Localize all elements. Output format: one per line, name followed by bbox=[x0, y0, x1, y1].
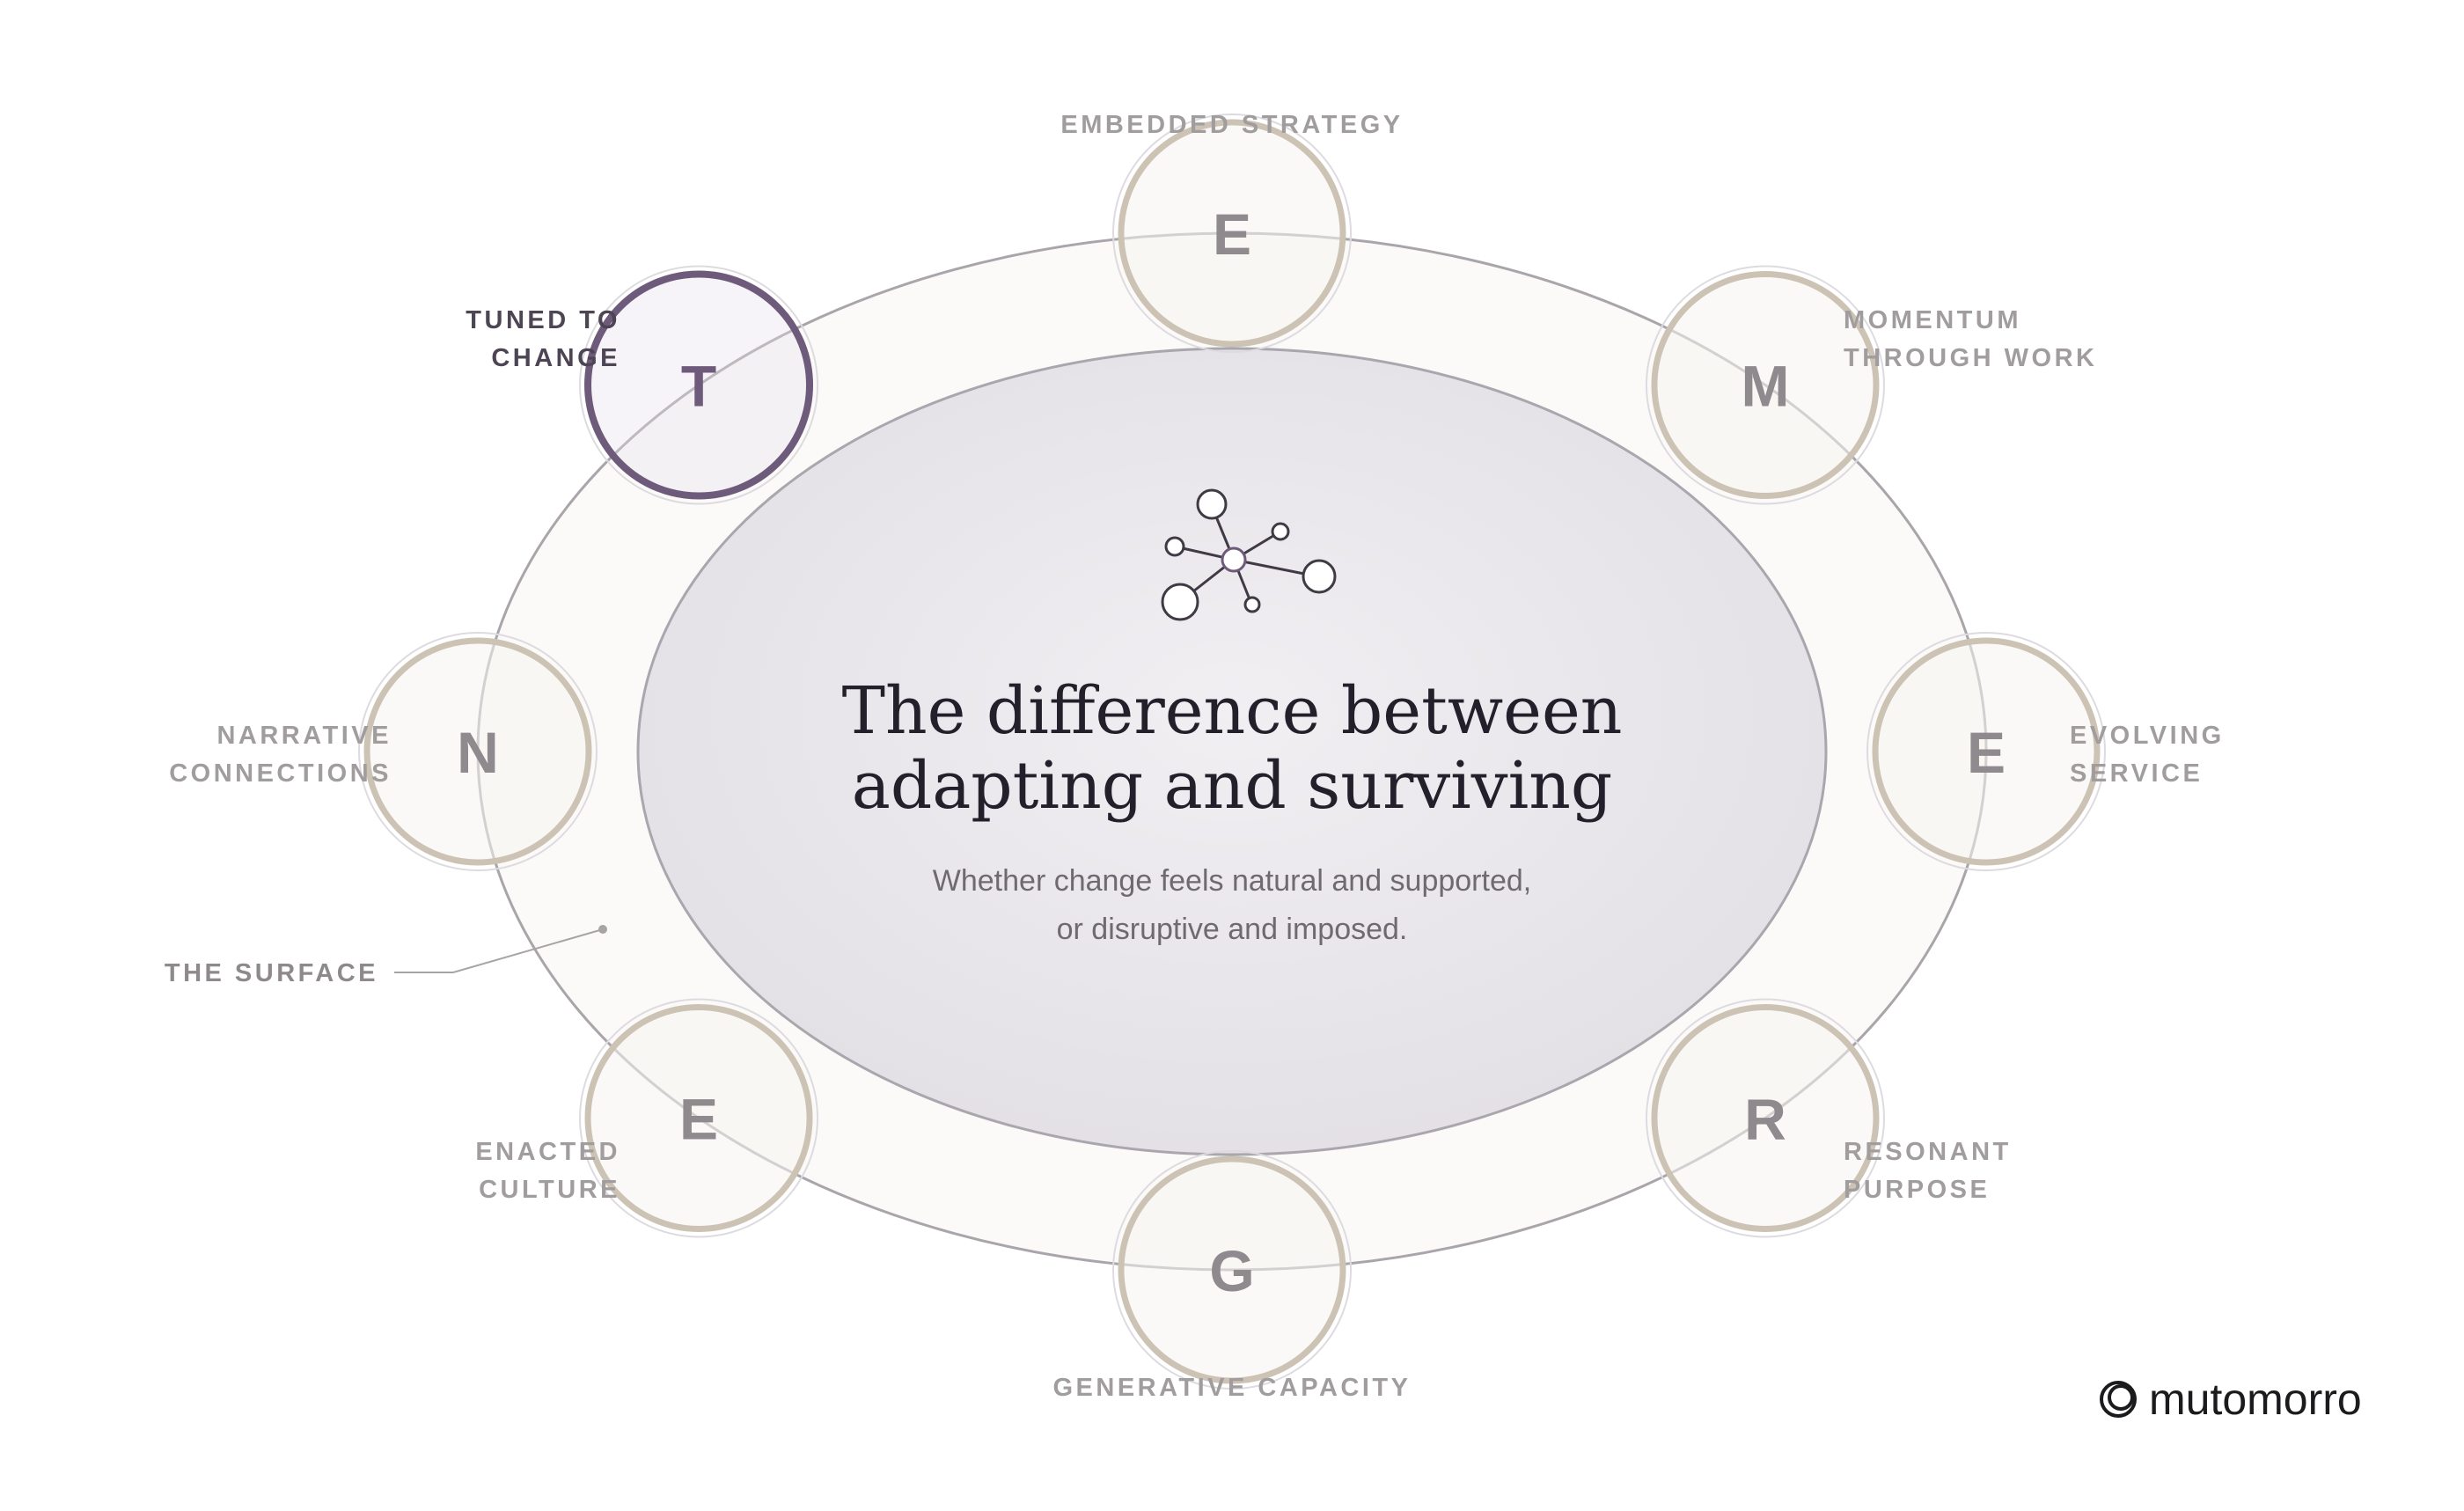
node-label-line: RESONANT bbox=[1844, 1138, 2012, 1166]
node-ring bbox=[363, 637, 592, 866]
node-label-line: SERVICE bbox=[2070, 759, 2203, 788]
surface-callout: THE SURFACE bbox=[165, 925, 607, 987]
node-m-1[interactable]: M bbox=[1645, 265, 1885, 505]
node-letter: M bbox=[1741, 354, 1789, 419]
node-r-3[interactable]: R bbox=[1645, 998, 1885, 1238]
node-labels: EMBEDDED STRATEGY MOMENTUM THROUGH WORK EVO… bbox=[169, 111, 2225, 1402]
node-label-line: MOMENTUM bbox=[1844, 306, 2021, 334]
node-label-line: EVOLVING bbox=[2070, 722, 2225, 750]
node-n-6[interactable]: N bbox=[358, 632, 598, 871]
node-circles: E M E R G E N T bbox=[358, 114, 2106, 1390]
node-e-5[interactable]: E bbox=[579, 998, 819, 1238]
node-label-line: TUNED TO bbox=[466, 306, 620, 334]
diagram-title-line2: adapting and surviving bbox=[852, 748, 1613, 824]
network-icon bbox=[1161, 488, 1337, 621]
diagram-title-line1: The difference between bbox=[842, 673, 1623, 749]
surface-leader-line bbox=[394, 928, 604, 973]
node-label-line: CONNECTIONS bbox=[169, 759, 392, 788]
node-halo bbox=[1645, 998, 1885, 1238]
node-label-line: ENACTED bbox=[475, 1138, 620, 1166]
diagram-subtitle-line1: Whether change feels natural and support… bbox=[933, 864, 1531, 898]
node-label-line: EMBEDDED STRATEGY bbox=[1060, 111, 1403, 139]
surface-label: THE SURFACE bbox=[165, 959, 378, 987]
node-letter: E bbox=[1967, 720, 2006, 785]
node-ring bbox=[584, 270, 814, 500]
node-label-line: GENERATIVE CAPACITY bbox=[1052, 1374, 1411, 1402]
node-label-line: PURPOSE bbox=[1844, 1176, 1990, 1204]
node-t-7[interactable]: T bbox=[579, 265, 819, 505]
node-letter: E bbox=[1213, 202, 1251, 267]
node-ring bbox=[1651, 1003, 1880, 1232]
node-label: NARRATIVE CONNECTIONS bbox=[169, 722, 392, 788]
node-label: ENACTED CULTURE bbox=[475, 1138, 620, 1204]
node-label-line: NARRATIVE bbox=[216, 722, 392, 750]
node-ring bbox=[1872, 637, 2101, 866]
inner-core bbox=[636, 347, 1828, 1156]
node-e-0[interactable]: E bbox=[1112, 114, 1352, 353]
node-g-4[interactable]: G bbox=[1112, 1150, 1352, 1390]
node-ring bbox=[1651, 271, 1880, 500]
node-letter: E bbox=[679, 1086, 718, 1151]
node-halo bbox=[1112, 1150, 1352, 1390]
node-label: MOMENTUM THROUGH WORK bbox=[1844, 306, 2097, 372]
node-e-2[interactable]: E bbox=[1866, 632, 2106, 871]
node-label: TUNED TO CHANGE bbox=[466, 306, 620, 372]
brand-logo: mutomorro bbox=[2100, 1375, 2362, 1424]
diagram-subtitle-line2: or disruptive and imposed. bbox=[1057, 913, 1408, 946]
node-label-line: CHANGE bbox=[491, 344, 620, 372]
node-halo bbox=[1112, 114, 1352, 353]
node-halo bbox=[579, 265, 819, 505]
node-label: GENERATIVE CAPACITY bbox=[1052, 1374, 1411, 1402]
node-letter: T bbox=[681, 354, 716, 419]
node-ring bbox=[1118, 1155, 1346, 1384]
node-label: EMBEDDED STRATEGY bbox=[1060, 111, 1403, 139]
node-letter: R bbox=[1744, 1086, 1786, 1151]
mutomorro-logo-icon bbox=[2100, 1381, 2137, 1418]
node-label-line: THROUGH WORK bbox=[1844, 344, 2097, 372]
node-halo bbox=[358, 632, 598, 871]
node-ring bbox=[1118, 119, 1346, 348]
node-label: EVOLVING SERVICE bbox=[2070, 722, 2225, 788]
node-halo bbox=[579, 998, 819, 1238]
brand-name: mutomorro bbox=[2149, 1375, 2362, 1424]
node-letter: N bbox=[457, 720, 499, 785]
node-halo bbox=[1866, 632, 2106, 871]
node-letter: G bbox=[1209, 1238, 1254, 1303]
node-ring bbox=[584, 1003, 813, 1232]
node-label-line: CULTURE bbox=[479, 1176, 620, 1204]
node-label: RESONANT PURPOSE bbox=[1844, 1138, 2012, 1204]
surface-leader-dot bbox=[598, 925, 607, 934]
node-halo bbox=[1645, 265, 1885, 505]
